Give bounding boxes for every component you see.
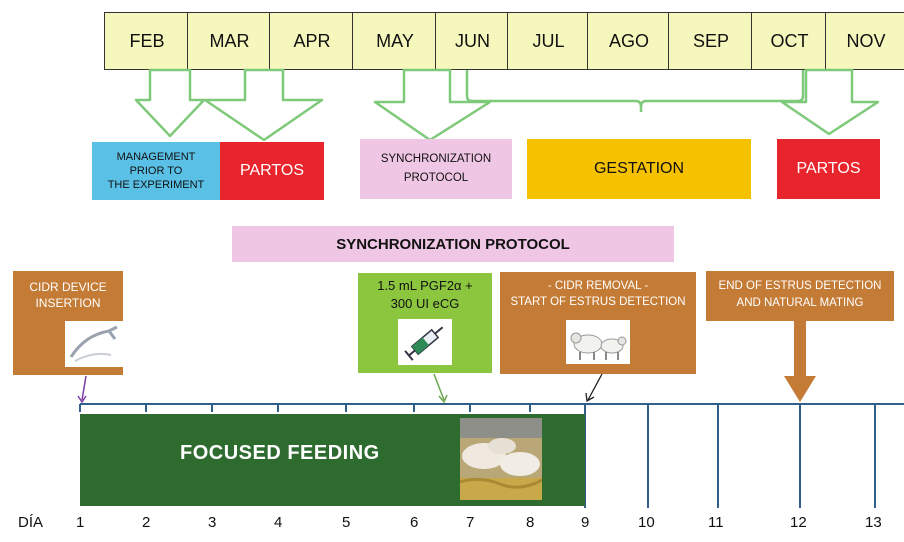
day-label-11: 11 bbox=[708, 514, 724, 531]
sync-protocol-banner: SYNCHRONIZATION PROTOCOL bbox=[232, 226, 674, 262]
focused-feeding-label: FOCUSED FEEDING bbox=[180, 442, 380, 464]
month-apr: APR bbox=[269, 12, 355, 70]
event-cidr-removal: - CIDR REMOVAL - START OF ESTRUS DETECTI… bbox=[500, 272, 696, 374]
cidr-device-icon bbox=[65, 321, 123, 367]
day-label-7: 7 bbox=[466, 514, 475, 531]
month-jun: JUN bbox=[435, 12, 510, 70]
day-label-4: 4 bbox=[274, 514, 283, 531]
timeline bbox=[77, 373, 904, 508]
day-label-6: 6 bbox=[410, 514, 419, 531]
day-label-12: 12 bbox=[790, 514, 807, 531]
pointer-cidr-removal bbox=[587, 373, 603, 401]
event-cidr-insertion-label: CIDR DEVICE INSERTION bbox=[29, 280, 107, 310]
month-sep: SEP bbox=[668, 12, 754, 70]
phase-management: MANAGEMENT PRIOR TO THE EXPERIMENT bbox=[92, 142, 220, 200]
event-end-estrus-label: END OF ESTRUS DETECTION AND NATURAL MATI… bbox=[718, 280, 882, 309]
day-label-2: 2 bbox=[142, 514, 151, 531]
month-may: MAY bbox=[352, 12, 438, 70]
day-label-1: 1 bbox=[76, 514, 85, 531]
pointer-pgf bbox=[433, 373, 445, 401]
month-feb: FEB bbox=[104, 12, 190, 70]
day-label-10: 10 bbox=[638, 514, 655, 531]
phase-sync-protocol: SYNCHRONIZATION PROTOCOL bbox=[360, 139, 512, 199]
day-label-9: 9 bbox=[581, 514, 590, 531]
event-pgf-ecg: 1.5 mL PGF2α + 300 UI eCG bbox=[358, 273, 492, 373]
arrow-end-estrus bbox=[784, 320, 816, 402]
event-end-estrus: END OF ESTRUS DETECTION AND NATURAL MATI… bbox=[706, 271, 894, 321]
arrow-partos-1 bbox=[203, 68, 324, 142]
day-label-5: 5 bbox=[342, 514, 351, 531]
event-cidr-insertion: CIDR DEVICE INSERTION bbox=[13, 271, 123, 375]
day-axis-label: DÍA bbox=[18, 514, 44, 531]
arrow-partos-2 bbox=[780, 68, 880, 136]
event-pgf-ecg-label: 1.5 mL PGF2α + 300 UI eCG bbox=[377, 278, 473, 311]
sheep-icon bbox=[566, 320, 630, 364]
day-label-8: 8 bbox=[526, 514, 535, 531]
phase-gestation: GESTATION bbox=[527, 139, 751, 199]
phase-partos-1: PARTOS bbox=[220, 142, 324, 200]
event-cidr-removal-label: - CIDR REMOVAL - START OF ESTRUS DETECTI… bbox=[510, 280, 686, 308]
month-arrows bbox=[134, 68, 880, 142]
focused-feeding-bar: FOCUSED FEEDING bbox=[80, 414, 585, 506]
month-oct: OCT bbox=[751, 12, 828, 70]
day-label-13: 13 bbox=[865, 514, 882, 531]
gestation-bracket bbox=[465, 70, 805, 112]
month-nov: NOV bbox=[825, 12, 904, 70]
syringe-icon bbox=[398, 319, 452, 365]
pointer-cidr-insertion bbox=[81, 375, 87, 401]
month-mar: MAR bbox=[187, 12, 272, 70]
day-label-3: 3 bbox=[208, 514, 217, 531]
day-ticks bbox=[79, 404, 876, 508]
month-ago: AGO bbox=[587, 12, 671, 70]
arrow-sync bbox=[373, 68, 492, 142]
phase-partos-2: PARTOS bbox=[777, 139, 880, 199]
arrow-management bbox=[134, 68, 206, 138]
feeding-sheep-photo bbox=[460, 418, 542, 500]
